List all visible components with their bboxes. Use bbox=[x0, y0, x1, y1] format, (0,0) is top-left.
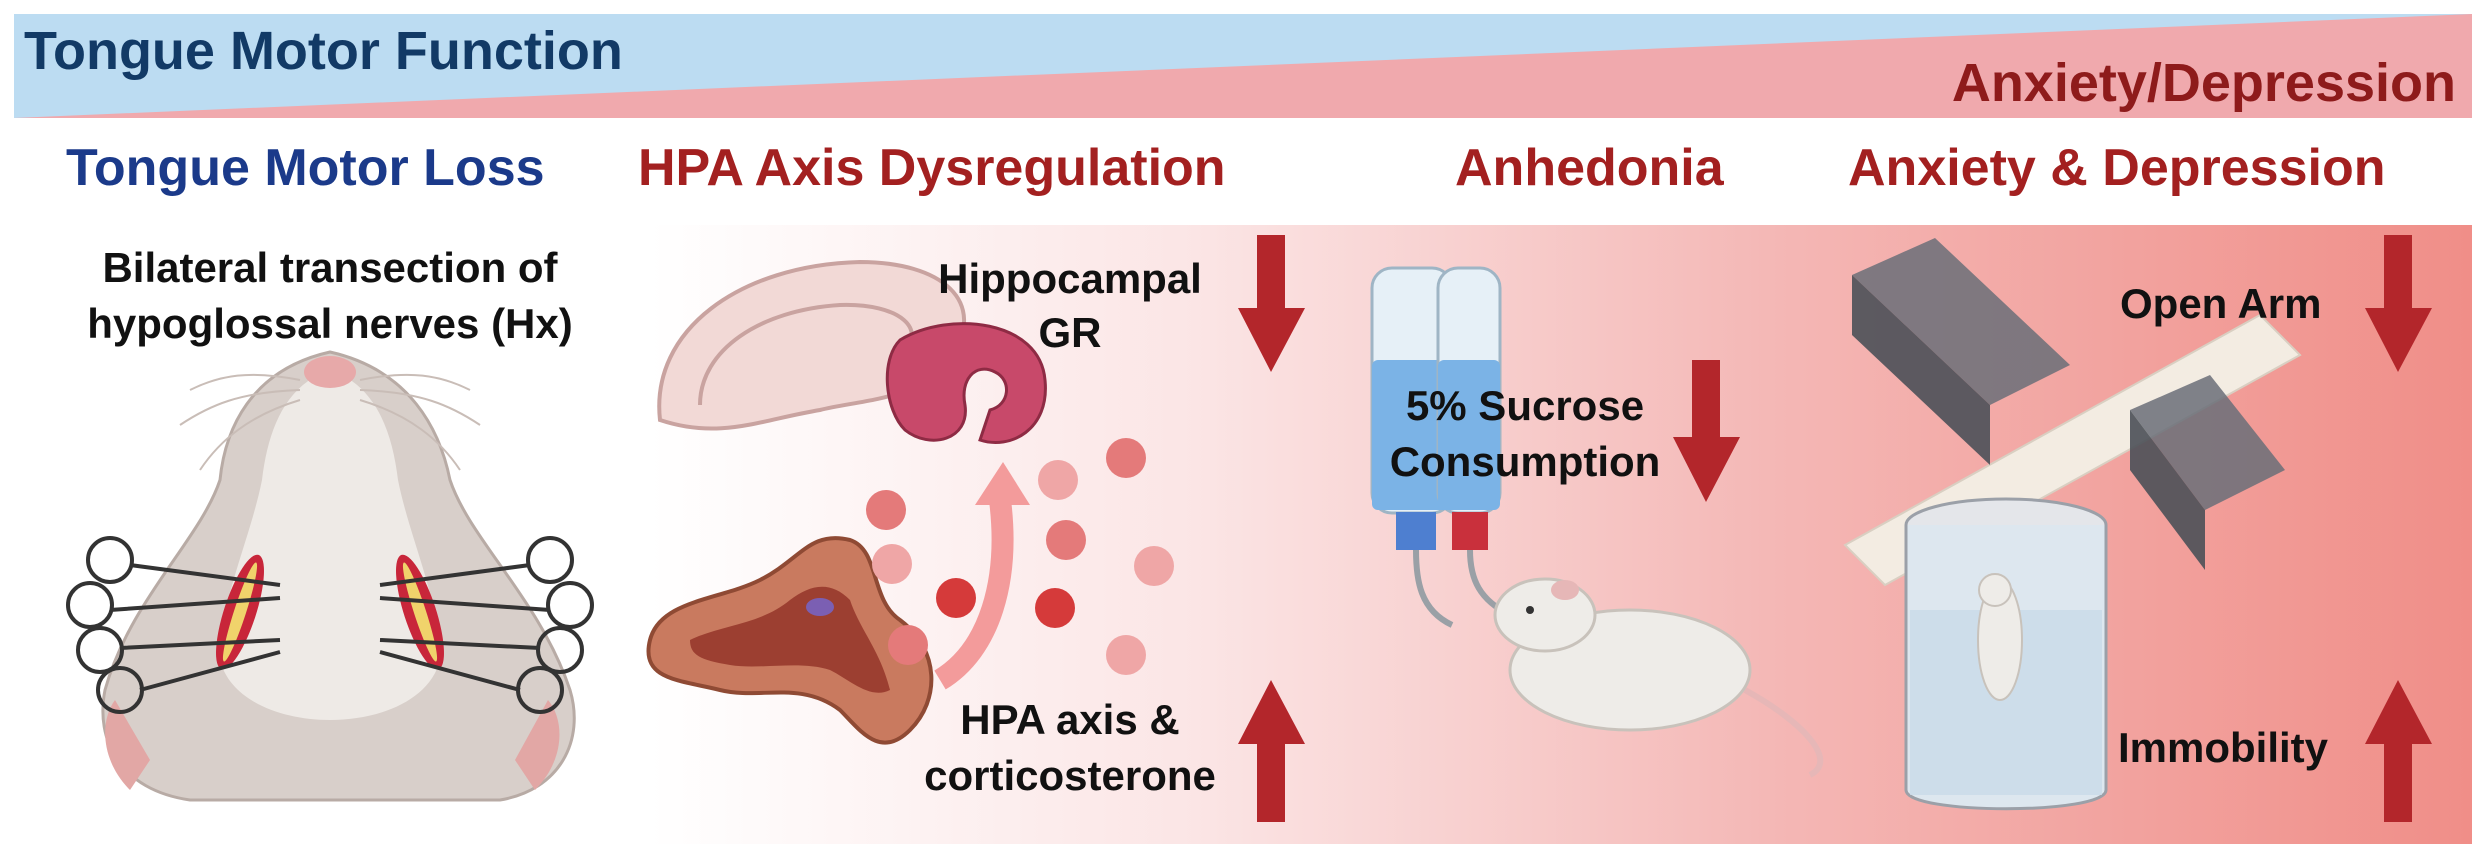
heading-tongue-motor-loss: Tongue Motor Loss bbox=[66, 139, 545, 197]
arrow-up-immobility-icon bbox=[2365, 680, 2432, 822]
banner-left-title: Tongue Motor Function bbox=[24, 21, 623, 81]
adrenal-gland-icon bbox=[646, 536, 934, 745]
mouse-icon bbox=[1493, 577, 1824, 778]
arrow-down-sucrose-icon bbox=[1673, 360, 1740, 502]
banner: Tongue Motor Function Anxiety/Depression bbox=[0, 0, 2486, 125]
hormone-dots-icon bbox=[866, 438, 1174, 690]
water-bottle-icon bbox=[1370, 266, 1512, 628]
hippocampus-icon bbox=[657, 259, 1047, 444]
banner-right-title: Anxiety/Depression bbox=[1951, 53, 2456, 113]
scissors-icon bbox=[66, 536, 594, 714]
heading-anxiety-depression: Anxiety & Depression bbox=[1848, 139, 2386, 197]
arrow-down-open-arm-icon bbox=[2365, 235, 2432, 372]
hpa-corticosterone-label: HPA axis & corticosterone bbox=[924, 696, 1216, 799]
hippocampal-gr-label: Hippocampal GR bbox=[938, 255, 1202, 356]
arrow-up-hpa-icon bbox=[1238, 680, 1305, 822]
arrow-down-gr-icon bbox=[1238, 235, 1305, 372]
sucrose-consumption-label: 5% Sucrose Consumption bbox=[1389, 382, 1661, 485]
open-arm-label: Open Arm bbox=[2120, 280, 2322, 327]
heading-hpa-axis: HPA Axis Dysregulation bbox=[638, 139, 1226, 197]
rat-head-icon bbox=[101, 350, 576, 802]
heading-anhedonia: Anhedonia bbox=[1455, 139, 1724, 197]
banner-gradient bbox=[14, 14, 2472, 118]
immobility-label: Immobility bbox=[2118, 724, 2329, 771]
hx-label: Bilateral transection of hypoglossal ner… bbox=[87, 244, 573, 347]
forced-swim-beaker-icon bbox=[1904, 497, 2108, 811]
